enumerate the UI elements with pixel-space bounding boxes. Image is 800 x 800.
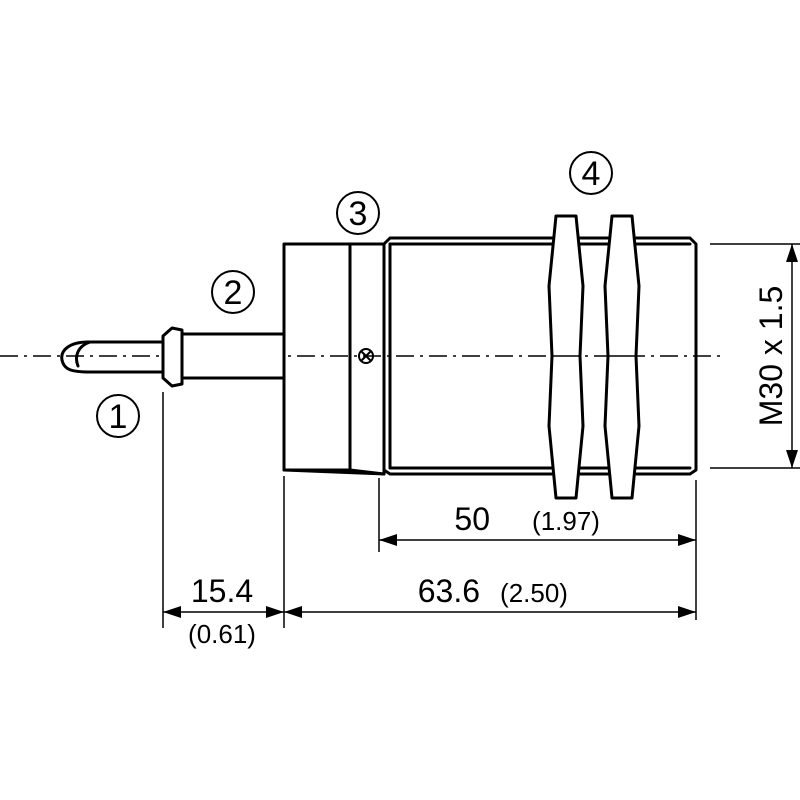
cable-gland xyxy=(161,326,286,388)
len50-inch-label: (1.97) xyxy=(532,506,600,536)
len154-label: 15.4 xyxy=(191,573,253,609)
length-50-dimension: 50 (1.97) xyxy=(379,501,696,546)
len154-inch-label: (0.61) xyxy=(188,619,256,649)
callout-3-label: 3 xyxy=(349,195,368,233)
extension-lines xyxy=(162,392,697,628)
thread-label: M30 x 1.5 xyxy=(753,286,789,427)
len50-label: 50 xyxy=(454,501,490,537)
cable xyxy=(60,340,167,374)
mounting-nut-1 xyxy=(547,214,585,500)
led-indicator xyxy=(358,348,374,364)
len636-inch-label: (2.50) xyxy=(500,578,568,608)
callout-2-label: 2 xyxy=(224,274,243,312)
callout-1: 1 xyxy=(96,394,140,438)
rear-housing xyxy=(282,242,386,476)
length-15-4-dimension: 15.4 (0.61) xyxy=(163,573,284,649)
len636-label: 63.6 xyxy=(418,573,480,609)
callout-4-label: 4 xyxy=(582,155,601,193)
threaded-body xyxy=(382,236,698,476)
mounting-nut-2 xyxy=(603,214,641,500)
length-63-6-dimension: 63.6 (2.50) xyxy=(284,573,696,618)
callout-2: 2 xyxy=(211,270,255,314)
callout-3: 3 xyxy=(336,191,380,235)
callout-4: 4 xyxy=(569,151,613,195)
callout-1-label: 1 xyxy=(109,398,128,436)
thread-dimension: M30 x 1.5 xyxy=(710,243,800,469)
